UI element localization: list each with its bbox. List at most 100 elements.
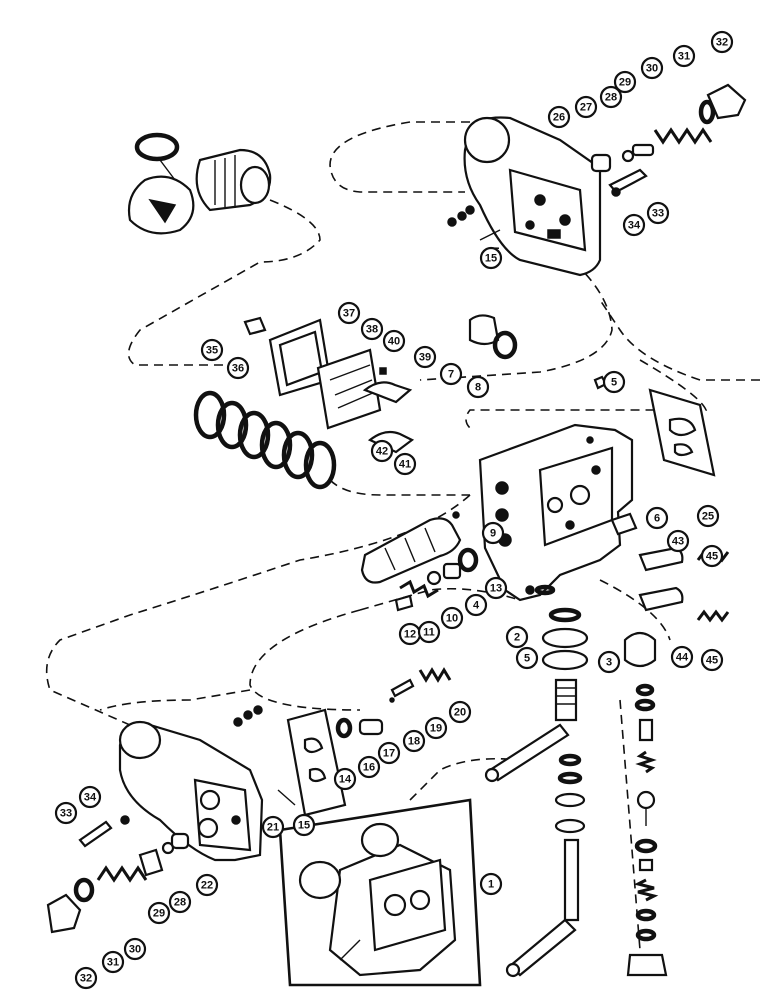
callout-29: 29 — [147, 901, 171, 925]
callout-number: 28 — [174, 897, 186, 909]
callout-circle — [440, 606, 464, 630]
callout-32: 32 — [74, 966, 98, 990]
lower-relief-parts — [335, 667, 452, 739]
callout-number: 12 — [404, 629, 416, 641]
callout-number: 5 — [611, 377, 617, 389]
callout-34: 34 — [78, 785, 102, 809]
callout-18: 18 — [402, 729, 426, 753]
callout-number: 21 — [267, 822, 279, 834]
callout-35: 35 — [200, 338, 224, 362]
callout-circle — [195, 873, 219, 897]
callout-circle — [700, 544, 724, 568]
callout-15: 15 — [292, 813, 316, 837]
callout-31: 31 — [101, 950, 125, 974]
callout-number: 5 — [524, 653, 530, 665]
callout-number: 36 — [232, 363, 244, 375]
callout-number: 29 — [153, 908, 165, 920]
callout-27: 27 — [574, 95, 598, 119]
callout-circle — [670, 645, 694, 669]
callout-19: 19 — [424, 716, 448, 740]
callout-circle — [505, 625, 529, 649]
callout-4: 4 — [464, 593, 488, 617]
callout-circle — [710, 30, 734, 54]
callout-40: 40 — [382, 329, 406, 353]
callout-circle — [393, 452, 417, 476]
callout-number: 40 — [388, 336, 400, 348]
callout-number: 43 — [672, 536, 684, 548]
callout-circle — [696, 504, 720, 528]
callout-circle — [700, 648, 724, 672]
callout-circle — [464, 593, 488, 617]
callout-number: 3 — [606, 657, 612, 669]
callout-number: 29 — [619, 77, 631, 89]
callout-16: 16 — [357, 755, 381, 779]
callout-number: 7 — [448, 369, 454, 381]
callout-circle — [466, 375, 490, 399]
callout-39: 39 — [413, 345, 437, 369]
callout-number: 39 — [419, 352, 431, 364]
callout-number: 13 — [490, 583, 502, 595]
spool-group — [360, 511, 730, 623]
callout-33: 33 — [54, 801, 78, 825]
callout-circle — [168, 890, 192, 914]
callout-28: 28 — [168, 890, 192, 914]
lower-gasket — [286, 708, 347, 817]
callout-number: 11 — [423, 627, 435, 639]
lower-pin — [277, 789, 296, 806]
callout-45: 45 — [700, 648, 724, 672]
callout-11: 11 — [417, 620, 441, 644]
callout-17: 17 — [377, 741, 401, 765]
callout-number: 32 — [716, 37, 728, 49]
callout-number: 19 — [430, 723, 442, 735]
callout-number: 33 — [60, 808, 72, 820]
callout-number: 15 — [298, 820, 310, 832]
callout-number: 26 — [553, 112, 565, 124]
callout-circle — [574, 95, 598, 119]
callout-circle — [292, 813, 316, 837]
callout-circle — [123, 937, 147, 961]
callout-number: 25 — [702, 511, 714, 523]
callout-21: 21 — [261, 815, 285, 839]
callout-7: 7 — [439, 362, 463, 386]
lower-valve-housing — [118, 705, 264, 862]
callout-circle — [622, 213, 646, 237]
callout-number: 17 — [383, 748, 395, 760]
callout-20: 20 — [448, 700, 472, 724]
callout-number: 31 — [107, 957, 119, 969]
callout-circle — [597, 650, 621, 674]
callout-number: 45 — [706, 655, 718, 667]
callout-circle — [613, 70, 637, 94]
callout-circle — [357, 755, 381, 779]
callout-number: 34 — [84, 792, 97, 804]
callout-3: 3 — [597, 650, 621, 674]
callout-circle — [377, 741, 401, 765]
callout-circle — [448, 700, 472, 724]
callout-number: 16 — [363, 762, 375, 774]
callout-circle — [417, 620, 441, 644]
callout-circle — [479, 246, 503, 270]
callout-number: 10 — [446, 613, 458, 625]
callout-circle — [479, 872, 503, 896]
callout-circle — [640, 56, 664, 80]
callout-circle — [413, 345, 437, 369]
callout-number: 33 — [652, 208, 664, 220]
callout-circle — [200, 338, 224, 362]
upper-relief-parts — [479, 83, 747, 241]
callout-25: 25 — [696, 504, 720, 528]
callout-26: 26 — [547, 105, 571, 129]
callout-number: 14 — [339, 774, 352, 786]
callout-circle — [147, 901, 171, 925]
seal-ring-stack — [193, 390, 337, 490]
callout-28: 28 — [599, 85, 623, 109]
callout-number: 18 — [408, 736, 420, 748]
callout-2: 2 — [505, 625, 529, 649]
callout-31: 31 — [672, 44, 696, 68]
callout-circle — [382, 329, 406, 353]
callout-38: 38 — [360, 317, 384, 341]
callout-circle — [515, 646, 539, 670]
callout-32: 32 — [710, 30, 734, 54]
callout-circle — [424, 716, 448, 740]
callout-37: 37 — [337, 301, 361, 325]
